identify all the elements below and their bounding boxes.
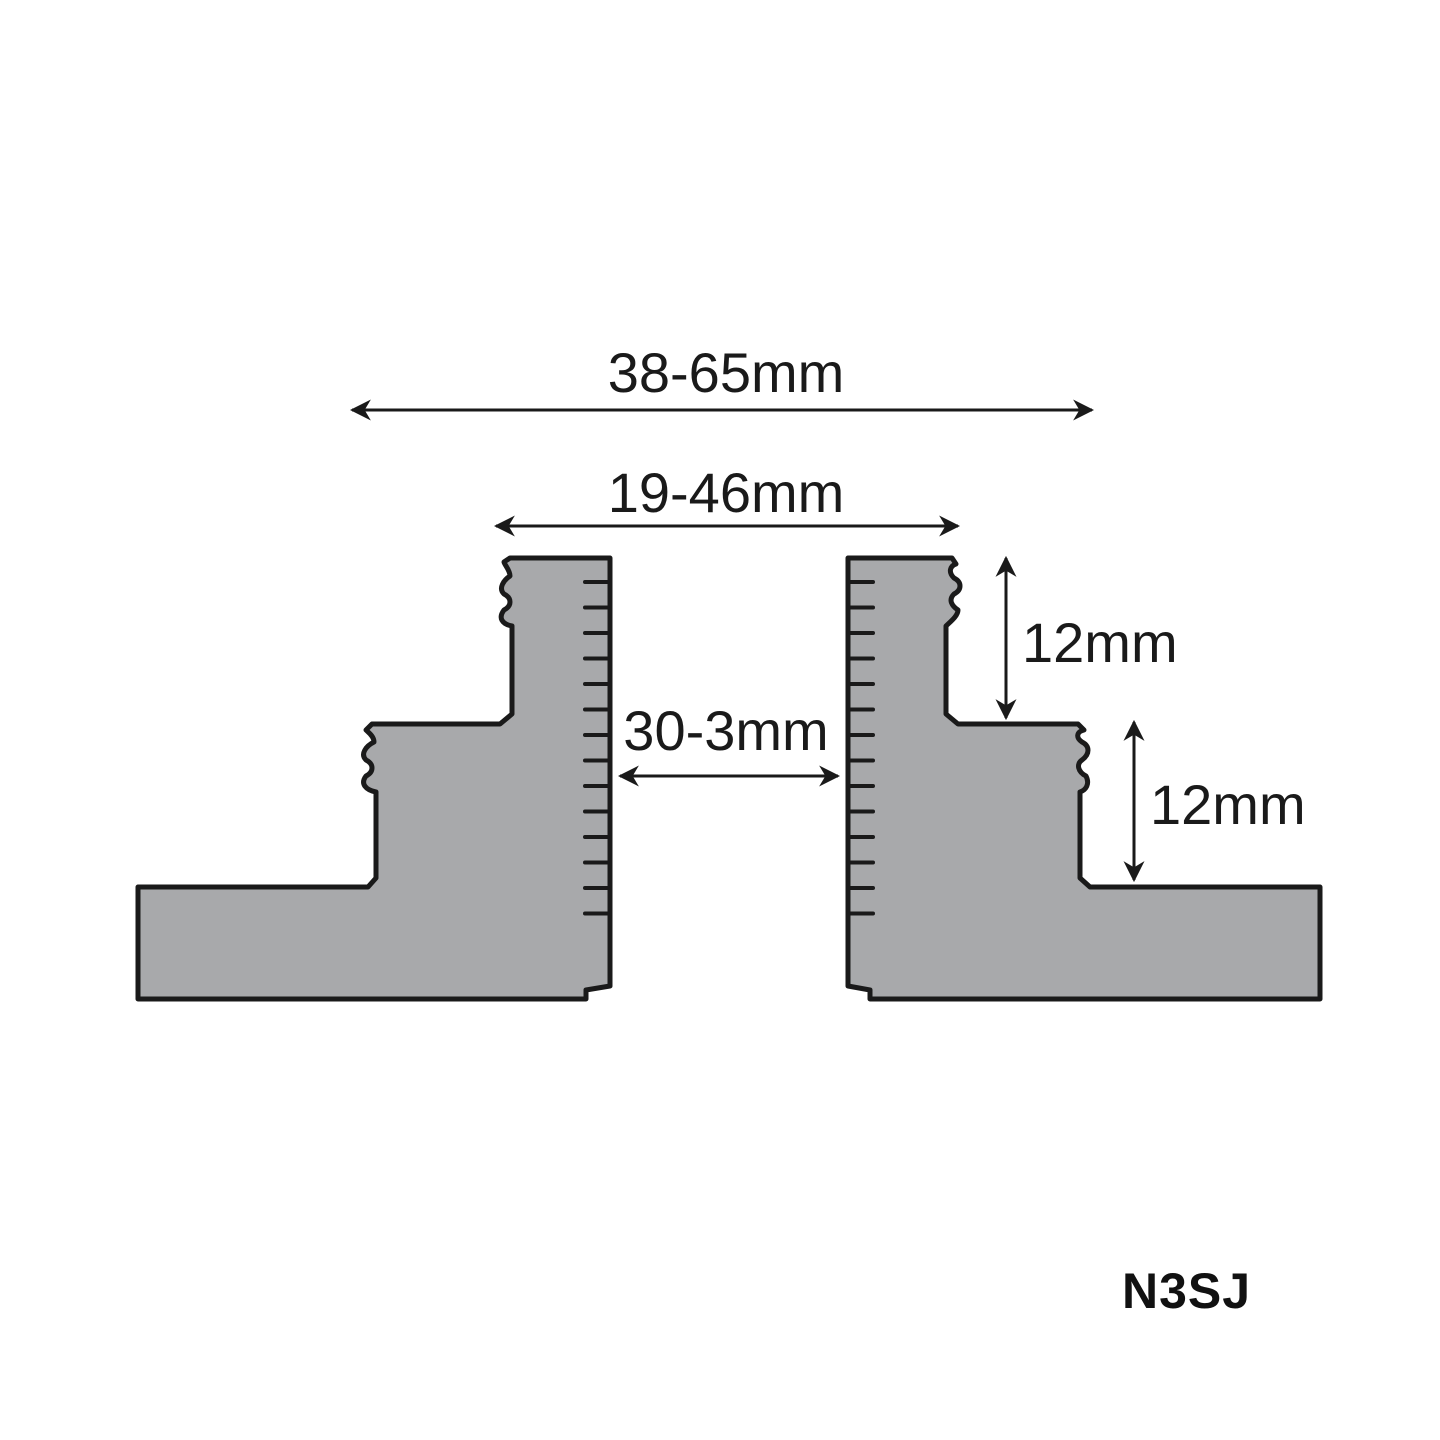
right-jaw-scale [848, 580, 875, 916]
left-jaw-body [135, 555, 613, 1002]
right-jaw [845, 555, 1323, 1002]
upper-step-height-label: 12mm [1022, 611, 1178, 674]
inner-width-label: 19-46mm [608, 461, 845, 524]
lower-step-height-label: 12mm [1150, 773, 1306, 836]
left-jaw [135, 555, 613, 1002]
right-jaw-body [845, 555, 1323, 1002]
gap-width-label: 30-3mm [623, 699, 828, 762]
outer-width-label: 38-65mm [608, 341, 845, 404]
model-code: N3SJ [1122, 1263, 1252, 1319]
left-jaw-scale [583, 580, 610, 916]
